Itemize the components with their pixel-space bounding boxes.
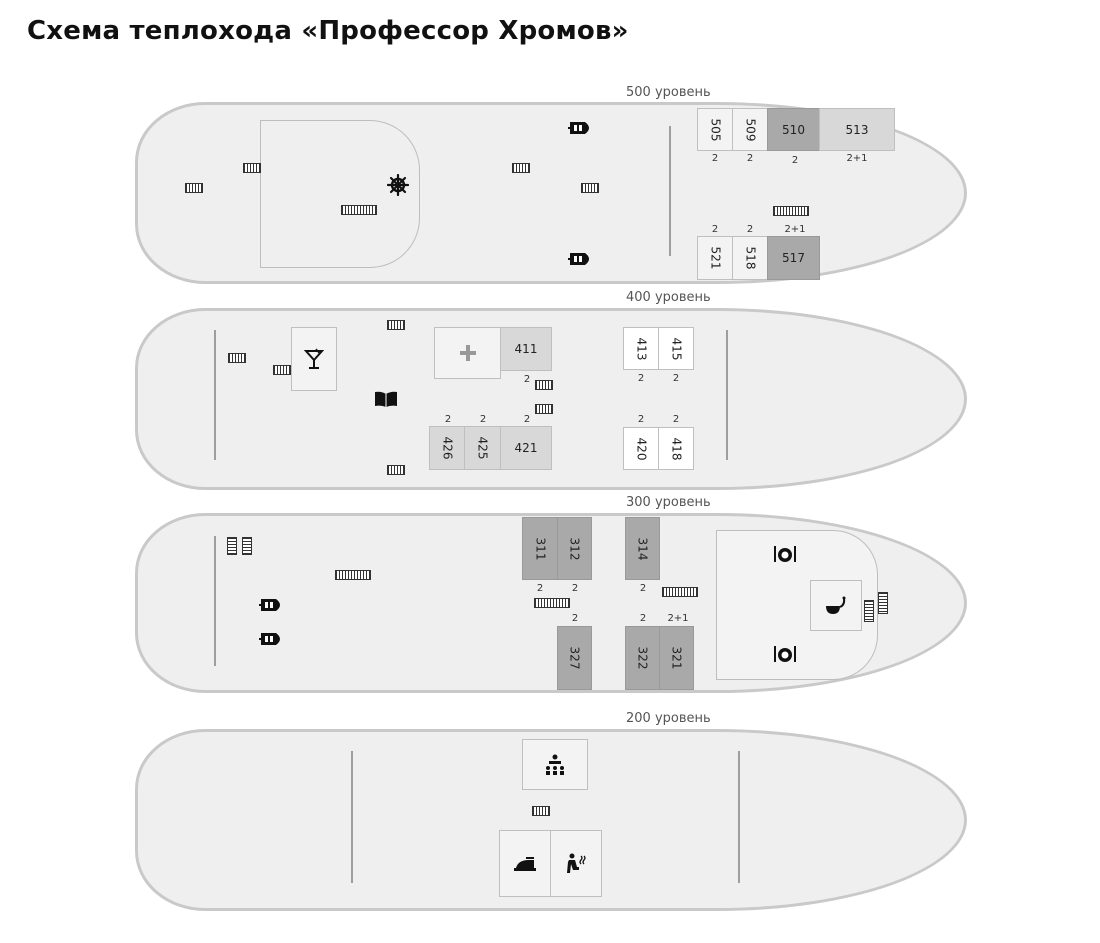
capacity-505: 2 (711, 153, 719, 164)
capacity-418: 2 (672, 414, 680, 425)
capacity-509: 2 (746, 153, 754, 164)
cabin-311[interactable]: 311 (522, 517, 558, 580)
capacity-321: 2+1 (667, 613, 689, 624)
ship-wheel-icon (386, 173, 410, 197)
wheelhouse (260, 120, 420, 268)
deck-divider (214, 536, 216, 666)
stairs-icon (185, 183, 203, 193)
stairs-icon (773, 206, 809, 216)
capacity-312: 2 (571, 583, 579, 594)
capacity-322: 2 (639, 613, 647, 624)
capacity-327: 2 (571, 613, 579, 624)
stairs-icon (532, 806, 550, 816)
medical-cross-icon (459, 344, 477, 362)
capacity-425: 2 (479, 414, 487, 425)
page-title: Схема теплохода «Профессор Хромов» (27, 16, 629, 46)
stairs-icon (335, 570, 371, 580)
stairs-icon (341, 205, 377, 215)
capacity-513: 2+1 (846, 153, 868, 164)
stairs-icon (662, 587, 698, 597)
capacity-521: 2 (711, 224, 719, 235)
stairs-icon (581, 183, 599, 193)
deck-divider (669, 126, 671, 256)
stairs-icon (243, 163, 261, 173)
capacity-517: 2+1 (784, 224, 806, 235)
cabin-521[interactable]: 521 (697, 236, 733, 280)
cabin-314[interactable]: 314 (625, 517, 660, 580)
cocktail-icon (304, 348, 324, 370)
cabin-421[interactable]: 421 (500, 426, 552, 470)
cabin-518[interactable]: 518 (732, 236, 768, 280)
sauna-icon (565, 853, 587, 875)
deck-label-400: 400 уровень (626, 290, 711, 305)
cabin-425[interactable]: 425 (464, 426, 501, 470)
cabin-321[interactable]: 321 (659, 626, 694, 690)
deck-label-500: 500 уровень (626, 85, 711, 100)
restaurant-icon (771, 543, 799, 565)
iron-icon (513, 856, 537, 872)
lifeboat-icon (567, 250, 595, 268)
capacity-518: 2 (746, 224, 754, 235)
bar-room[interactable] (291, 327, 337, 391)
deck-divider (726, 330, 728, 460)
medical-room[interactable] (434, 327, 501, 379)
stairs-icon (535, 404, 553, 414)
capacity-411: 2 (523, 374, 531, 385)
lifeboat-icon (258, 596, 286, 614)
cabin-420[interactable]: 420 (623, 427, 659, 470)
deck-divider (351, 751, 353, 883)
stairs-icon (387, 320, 405, 330)
cabin-426[interactable]: 426 (429, 426, 465, 470)
cabin-411[interactable]: 411 (500, 327, 552, 371)
stairs-icon (227, 537, 237, 555)
stairs-icon (242, 537, 252, 555)
restaurant-icon (771, 643, 799, 665)
stairs-icon (864, 600, 874, 622)
capacity-413: 2 (637, 373, 645, 384)
sauna-room[interactable] (550, 830, 602, 897)
deck-label-300: 300 уровень (626, 495, 711, 510)
stairs-icon (512, 163, 530, 173)
cabin-415[interactable]: 415 (658, 327, 694, 370)
stairs-icon (228, 353, 246, 363)
cabin-413[interactable]: 413 (623, 327, 659, 370)
stairs-icon (387, 465, 405, 475)
conference-room[interactable] (522, 739, 588, 790)
cabin-505[interactable]: 505 (697, 108, 733, 151)
lifeboat-icon (567, 119, 595, 137)
capacity-314: 2 (639, 583, 647, 594)
cabin-312[interactable]: 312 (557, 517, 592, 580)
cabin-509[interactable]: 509 (732, 108, 768, 151)
capacity-311: 2 (536, 583, 544, 594)
capacity-420: 2 (637, 414, 645, 425)
cabin-513[interactable]: 513 (819, 108, 895, 151)
capacity-415: 2 (672, 373, 680, 384)
capacity-510: 2 (791, 155, 799, 166)
book-icon (373, 389, 399, 409)
cabin-510[interactable]: 510 (767, 108, 820, 151)
capacity-421: 2 (523, 414, 531, 425)
conference-icon (543, 754, 567, 776)
soup-ladle-icon (824, 595, 848, 617)
kitchen-room[interactable] (810, 580, 862, 631)
ironing-room[interactable] (499, 830, 551, 897)
cabin-418[interactable]: 418 (658, 427, 694, 470)
deck-divider (214, 330, 216, 460)
stairs-icon (534, 598, 570, 608)
cabin-327[interactable]: 327 (557, 626, 592, 690)
deck-divider (738, 751, 740, 883)
stairs-icon (535, 380, 553, 390)
deck-label-200: 200 уровень (626, 711, 711, 726)
capacity-426: 2 (444, 414, 452, 425)
cabin-322[interactable]: 322 (625, 626, 660, 690)
stairs-icon (273, 365, 291, 375)
lifeboat-icon (258, 630, 286, 648)
stairs-icon (878, 592, 888, 614)
cabin-517[interactable]: 517 (767, 236, 820, 280)
